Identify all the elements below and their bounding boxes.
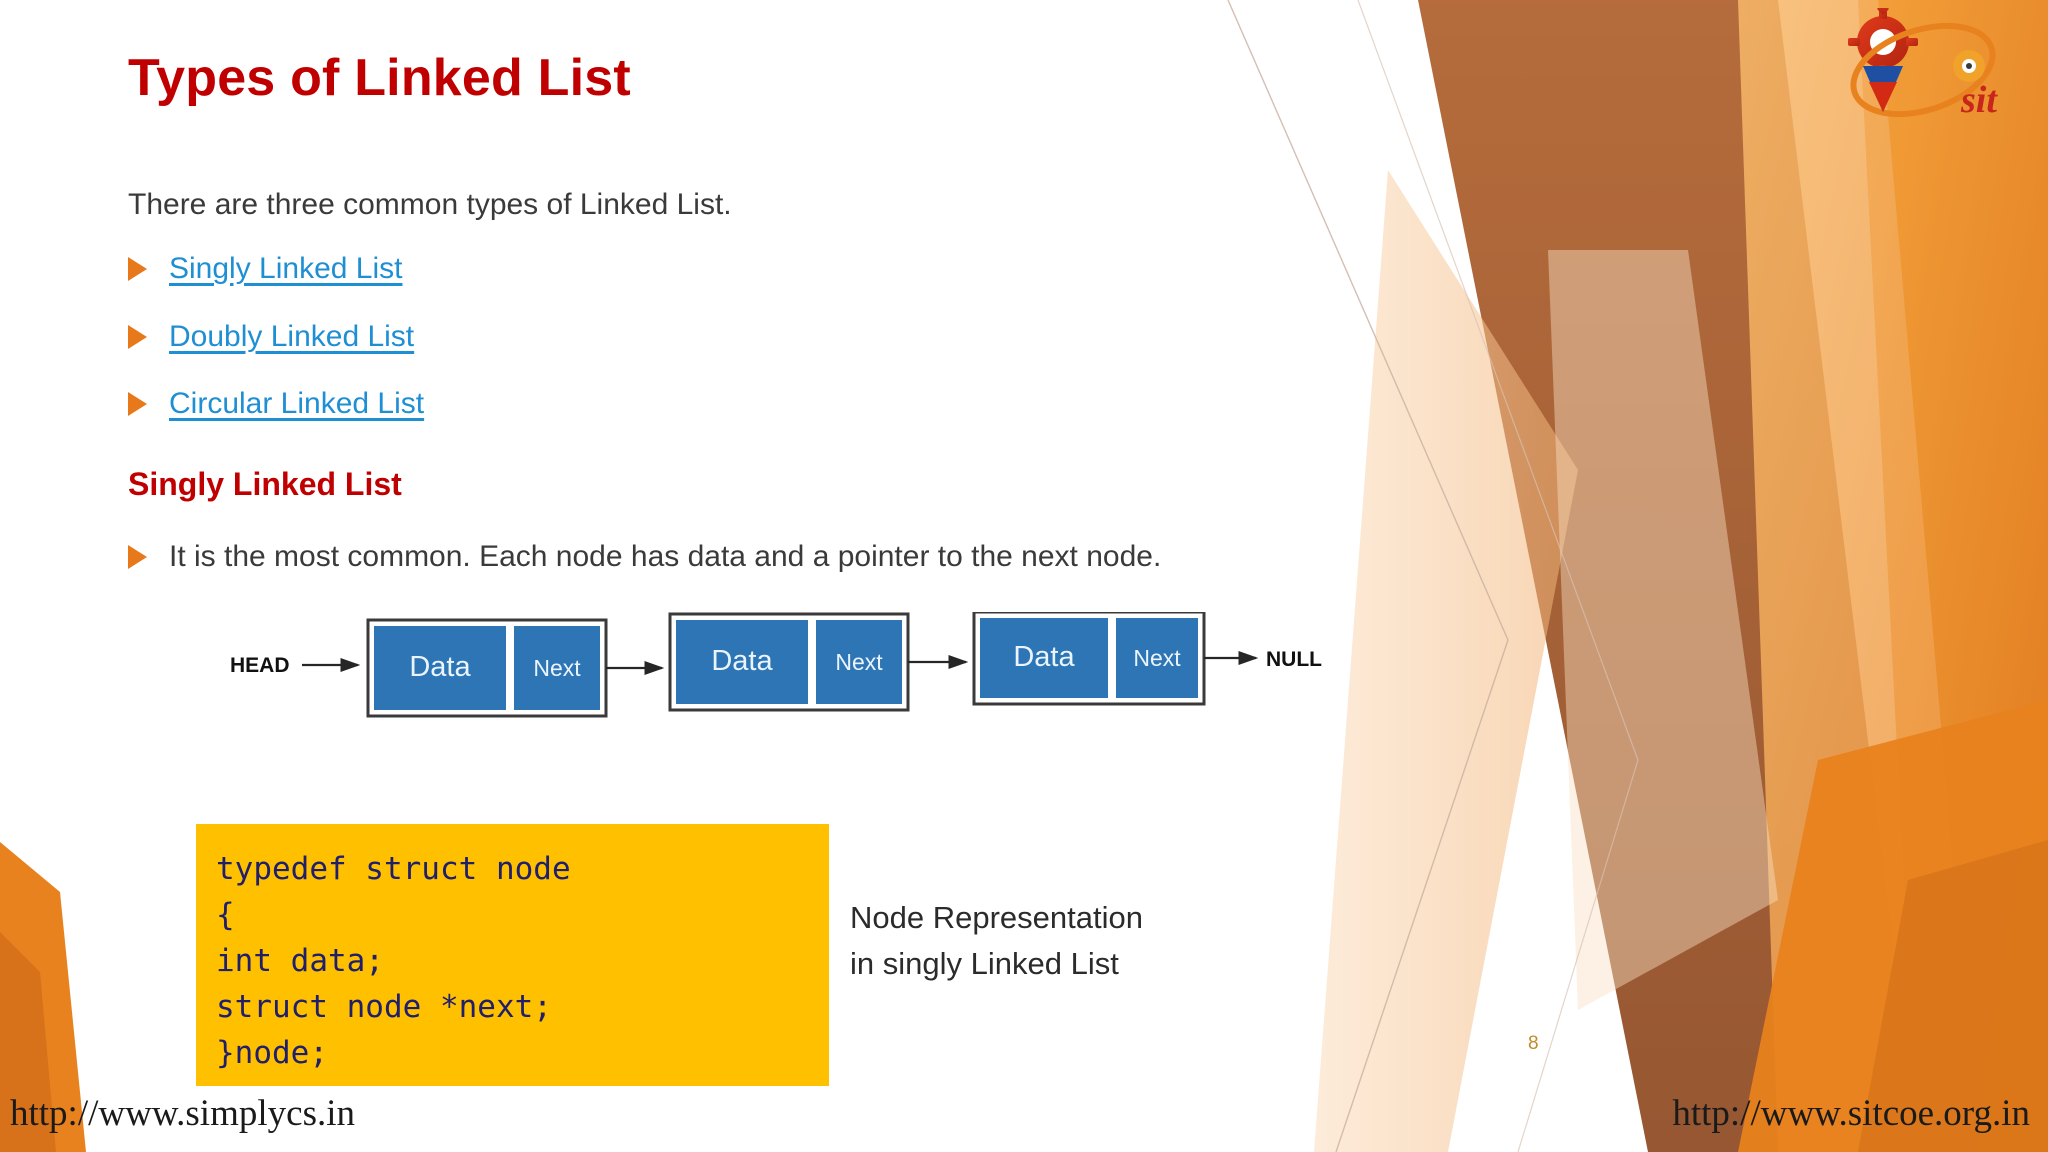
node-data-label: Data <box>1013 641 1075 673</box>
link-item-circular[interactable]: Circular Linked List <box>128 387 424 421</box>
triangle-bullet-icon <box>128 545 147 569</box>
diagram-null-label: NULL <box>1266 648 1322 671</box>
diagram-caption: Node Representation in singly Linked Lis… <box>850 895 1143 987</box>
node-next-label: Next <box>835 649 883 675</box>
linked-list-node-3: Data Next <box>972 610 1206 706</box>
footer-url-left[interactable]: http://www.simplycs.in <box>10 1093 355 1134</box>
node-data-label: Data <box>409 651 471 683</box>
linked-list-node-2: Data Next <box>668 612 910 712</box>
footer-url-right[interactable]: http://www.sitcoe.org.in <box>1672 1093 2030 1134</box>
caption-line-2: in singly Linked List <box>850 946 1119 981</box>
diagram-head-label: HEAD <box>230 654 290 677</box>
code-line: int data; <box>216 943 384 979</box>
link-item-doubly[interactable]: Doubly Linked List <box>128 320 414 354</box>
description-text: It is the most common. Each node has dat… <box>169 540 1162 573</box>
singly-linked-list-diagram: HEAD Data Next Data Next <box>230 610 1350 732</box>
logo-wordmark: sit <box>1960 79 1998 121</box>
intro-text: There are three common types of Linked L… <box>128 188 732 221</box>
page-number: 8 <box>1528 1033 1539 1054</box>
node-next-label: Next <box>1133 645 1181 671</box>
triangle-bullet-icon <box>128 257 147 281</box>
code-block: typedef struct node { int data; struct n… <box>196 824 829 1086</box>
caption-line-1: Node Representation <box>850 900 1143 935</box>
node-next-label: Next <box>533 655 581 681</box>
code-line: struct node *next; <box>216 989 552 1025</box>
section-heading-singly: Singly Linked List <box>128 466 402 502</box>
triangle-bullet-icon <box>128 325 147 349</box>
description-bullet: It is the most common. Each node has dat… <box>128 540 1161 574</box>
link-label-singly[interactable]: Singly Linked List <box>169 252 403 285</box>
slide-content: Types of Linked List There are three com… <box>128 49 1350 1086</box>
page-title: Types of Linked List <box>128 49 631 107</box>
node-data-label: Data <box>711 645 773 677</box>
code-line: typedef struct node <box>216 851 571 887</box>
sit-logo: sit <box>1811 3 2026 148</box>
linked-list-node-1: Data Next <box>366 618 608 718</box>
triangle-bullet-icon <box>128 392 147 416</box>
link-item-singly[interactable]: Singly Linked List <box>128 252 402 286</box>
link-label-doubly[interactable]: Doubly Linked List <box>169 320 415 353</box>
code-line: { <box>216 897 235 933</box>
code-line: }node; <box>216 1035 328 1071</box>
link-label-circular[interactable]: Circular Linked List <box>169 387 425 420</box>
